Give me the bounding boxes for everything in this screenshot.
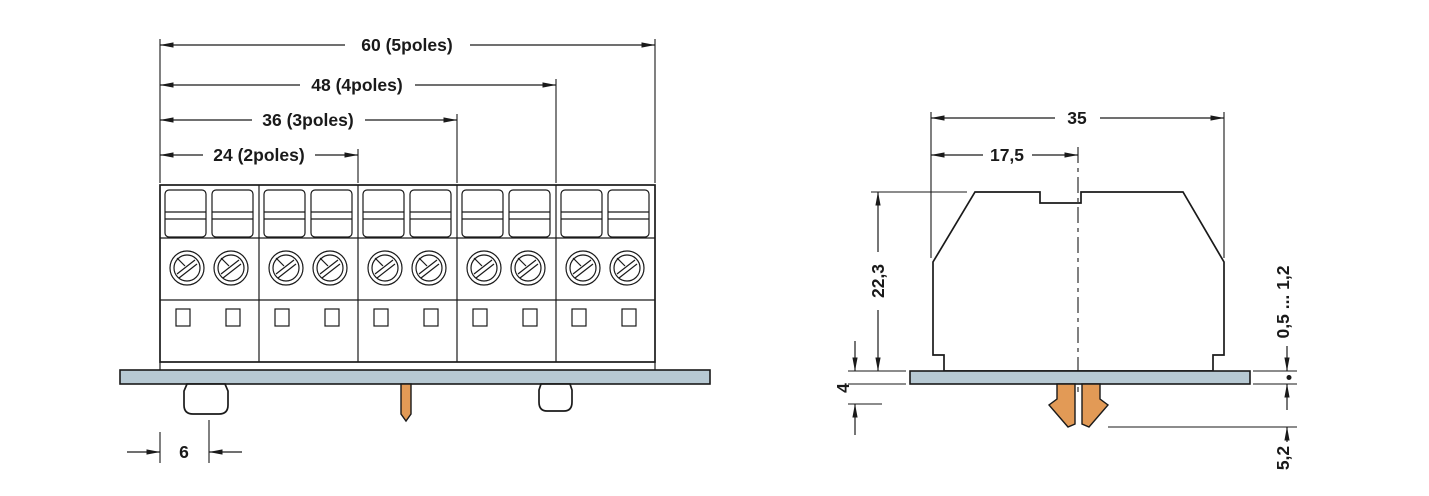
width-dimensions: 35 17,5 (930, 108, 1225, 165)
dim-label-protrusion: 5,2 (1273, 446, 1293, 471)
height-dimension: 22,3 (868, 191, 888, 372)
extension-lines (848, 112, 1297, 428)
dim-label-overall-width: 35 (1067, 108, 1087, 128)
snap-foot-left (183, 383, 229, 415)
terminal-block-body (159, 184, 656, 370)
panel-thickness-dimension: 0,5 ... 1,2 (1273, 265, 1293, 410)
dim-label-4poles: 48 (4poles) (311, 75, 402, 95)
fixing-feet (183, 383, 573, 423)
pole-width-dimensions: 60 (5poles) 48 (4poles) 36 (3poles) 24 (… (159, 35, 656, 165)
foot-prong-right (1081, 383, 1110, 428)
dim-label-half-width: 17,5 (990, 145, 1024, 165)
front-view: 60 (5poles) 48 (4poles) 36 (3poles) 24 (… (119, 35, 711, 463)
center-pin (400, 383, 412, 423)
dim-label-2poles: 24 (2poles) (213, 145, 304, 165)
foot-depth-dimension: 4 (833, 341, 858, 435)
dim-label-foot-depth: 4 (833, 383, 853, 393)
mounting-panel (909, 370, 1251, 385)
dim-label-5poles: 60 (5poles) (361, 35, 452, 55)
protrusion-dimension: 5,2 (1273, 426, 1293, 471)
dim-label-panel-thickness: 0,5 ... 1,2 (1273, 265, 1293, 338)
extension-lines (159, 39, 656, 183)
snap-foot-right (538, 383, 573, 412)
push-in-foot (1047, 383, 1110, 428)
dim-label-height: 22,3 (868, 264, 888, 298)
foot-prong-left (1047, 383, 1076, 428)
panel-reference-dot (1286, 375, 1292, 380)
dim-label-foot-offset: 6 (179, 442, 189, 462)
side-view: 35 17,5 22,3 4 (833, 108, 1297, 470)
dim-label-3poles: 36 (3poles) (262, 110, 353, 130)
mounting-panel (119, 369, 711, 385)
foot-offset-dimension: 6 (127, 420, 242, 463)
